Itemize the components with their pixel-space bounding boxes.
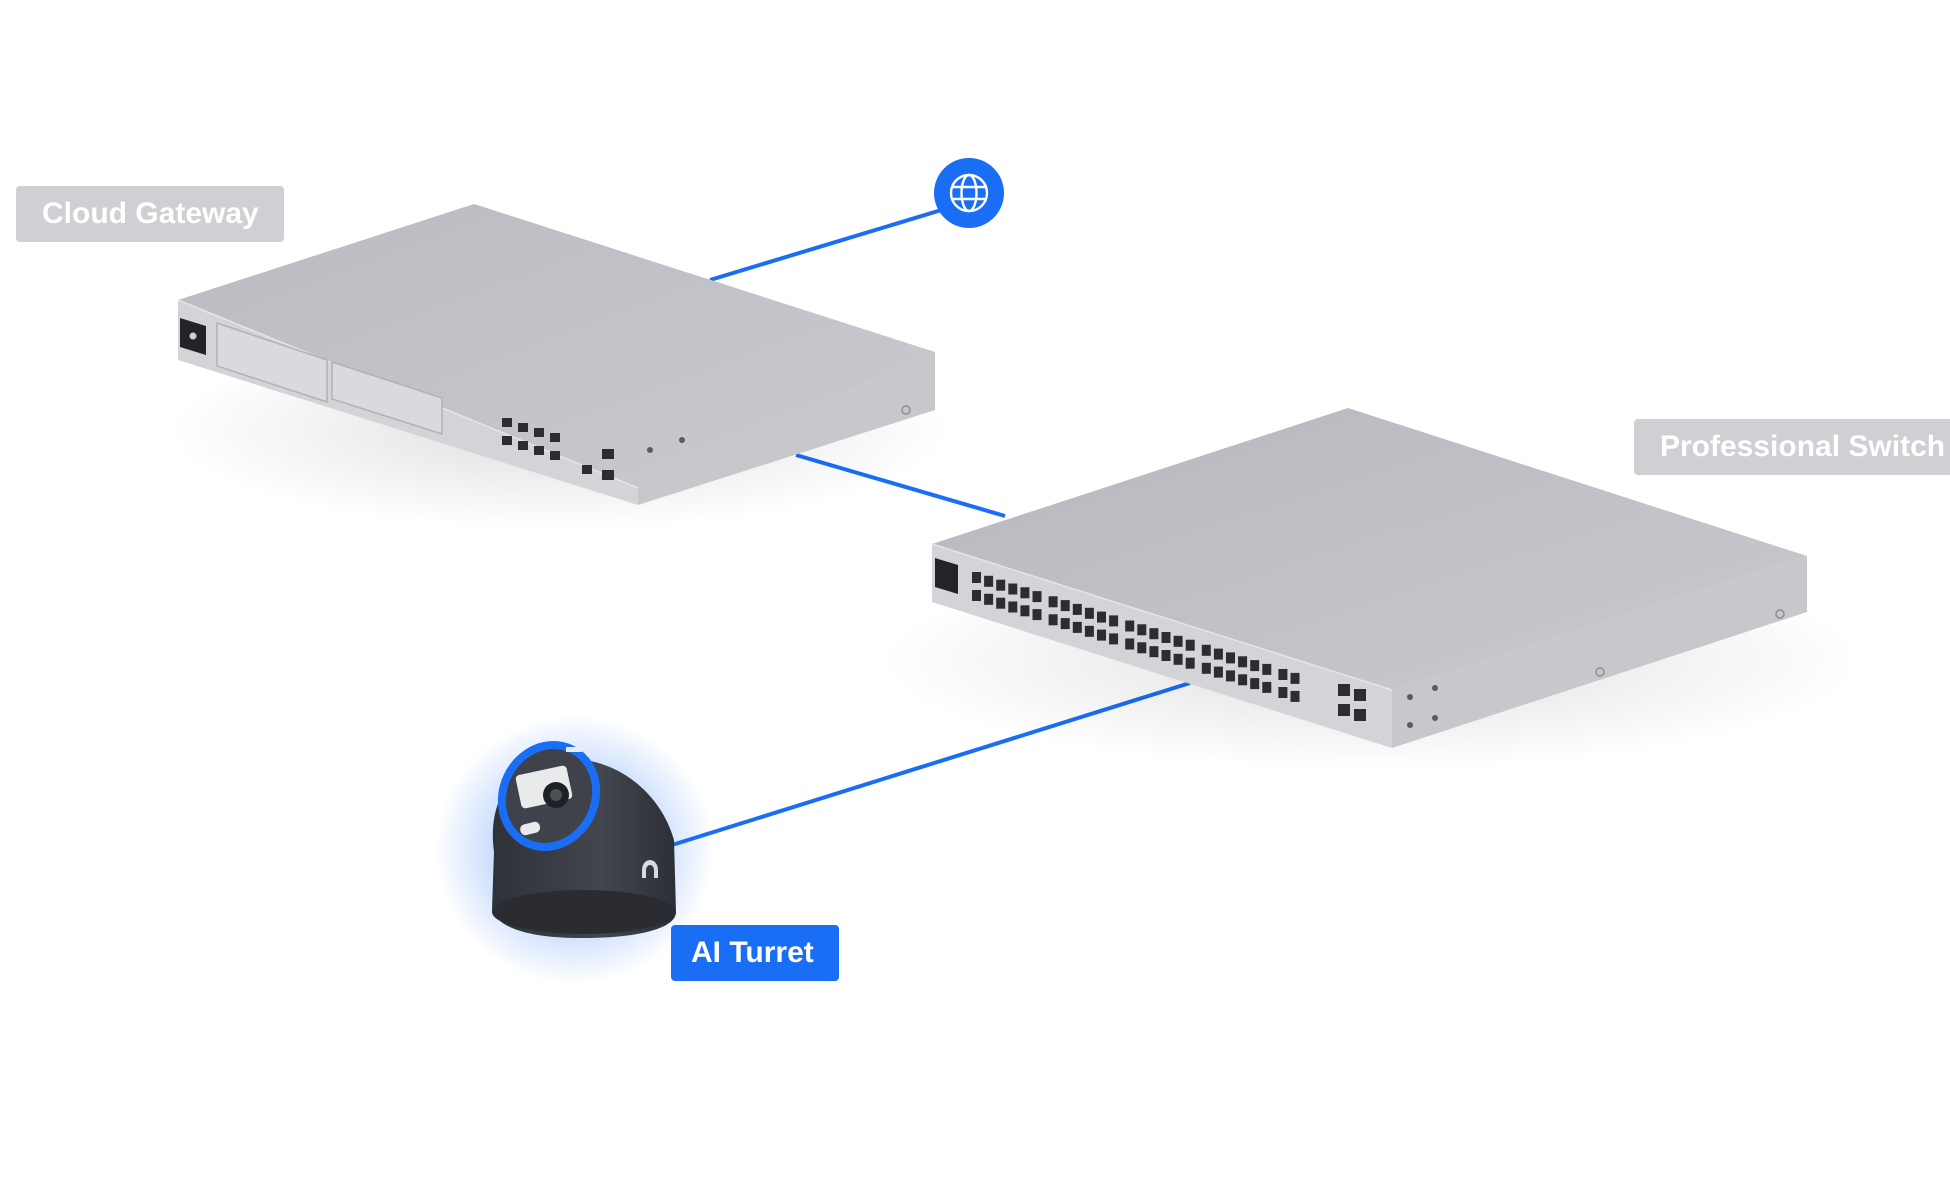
professional-switch-device[interactable]: [880, 408, 1860, 770]
professional-switch-label[interactable]: Professional Switch: [1634, 419, 1950, 475]
internet-node[interactable]: [934, 158, 1004, 228]
ai-turret-camera[interactable]: [435, 715, 715, 985]
ai-turret-label[interactable]: AI Turret: [671, 925, 839, 981]
link-gateway-internet: [709, 206, 949, 282]
gateway-ports: [502, 418, 614, 480]
switch-ports: [972, 572, 1366, 721]
cloud-gateway-device[interactable]: [170, 204, 950, 530]
cloud-gateway-label[interactable]: Cloud Gateway: [16, 186, 284, 242]
globe-icon: [949, 173, 989, 213]
